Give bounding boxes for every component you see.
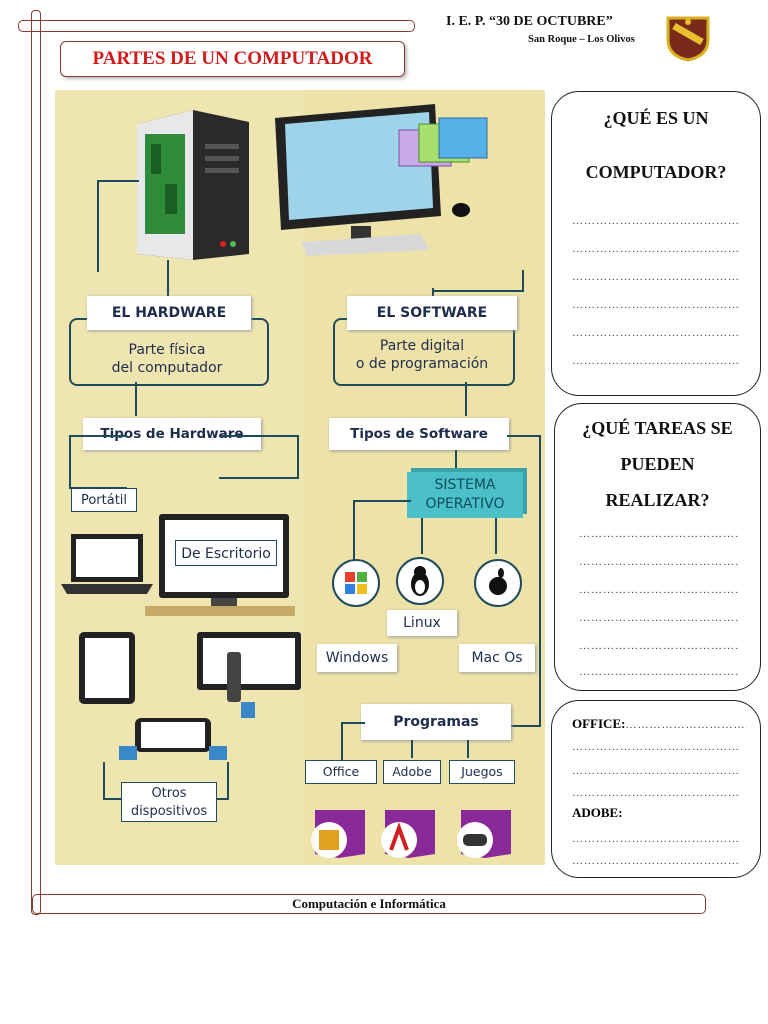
connector — [467, 740, 471, 758]
windows-label: Windows — [317, 644, 397, 672]
answer-line[interactable]: …………………………………… — [579, 666, 739, 678]
linux-label: Linux — [387, 610, 457, 636]
connector — [411, 740, 415, 758]
connector — [432, 270, 524, 292]
other-devices-line1: Otros — [151, 786, 187, 801]
connector — [167, 260, 171, 300]
answer-line[interactable]: …………………………………… — [579, 556, 739, 568]
answer-line[interactable]: …………………………………… — [572, 243, 740, 255]
other-devices-label: Otros dispositivos — [121, 782, 217, 822]
desktop-monitor-icon — [275, 104, 488, 256]
question-box-programs: OFFICE:…………………………………… …………………………………… ………… — [551, 700, 761, 878]
connector — [135, 382, 139, 416]
software-types-label: Tipos de Software — [329, 418, 509, 450]
connector — [219, 435, 299, 479]
answer-line[interactable]: …………………………………… — [572, 833, 740, 845]
desktop-label: De Escritorio — [175, 540, 277, 566]
connector — [432, 288, 436, 300]
office-question: OFFICE:…………………………………… — [572, 715, 747, 733]
windows-logo-icon — [332, 559, 380, 607]
office-question-label: OFFICE: — [572, 716, 626, 731]
answer-line[interactable]: …………………………………… — [579, 528, 739, 540]
answer-line[interactable]: …………………………………… — [572, 787, 740, 799]
computer-parts-infographic: EL HARDWARE Parte física del computador … — [55, 90, 545, 865]
tablet-icon — [79, 632, 135, 704]
adobe-app-icon — [381, 810, 435, 858]
answer-line[interactable]: …………………………………… — [579, 640, 739, 652]
answer-line[interactable]: …………………………………… — [572, 741, 740, 753]
answer-line[interactable]: …………………………………… — [572, 215, 740, 227]
smartphone-hands-icon — [119, 718, 227, 760]
connector — [69, 435, 127, 489]
q2-line3: REALIZAR? — [605, 490, 710, 510]
question-box-tasks: ¿QUÉ TAREAS SE PUEDEN REALIZAR? ……………………… — [554, 403, 761, 691]
answer-line[interactable]: …………………………………… — [625, 719, 747, 731]
connector — [507, 435, 541, 727]
tv-remote-icon — [197, 632, 301, 718]
answer-line[interactable]: …………………………………… — [572, 765, 740, 777]
macos-label: Mac Os — [459, 644, 535, 672]
linux-penguin-icon — [396, 557, 444, 605]
connector — [465, 382, 469, 416]
connector — [97, 180, 139, 272]
connector — [421, 518, 425, 554]
connector — [353, 500, 411, 562]
os-label-line2: OPERATIVO — [425, 496, 505, 512]
left-frame-bar — [31, 10, 41, 915]
top-frame-bar — [18, 20, 415, 32]
footer-subject: Computación e Informática — [32, 894, 706, 914]
connector — [495, 518, 499, 554]
answer-line[interactable]: …………………………………… — [572, 327, 740, 339]
connector — [341, 722, 365, 760]
q2-line1: ¿QUÉ TAREAS SE — [582, 418, 733, 438]
adobe-question-label: ADOBE: — [572, 805, 623, 820]
cpu-tower-icon — [137, 110, 249, 260]
answer-line[interactable]: …………………………………… — [572, 855, 740, 867]
games-app-icon — [457, 810, 511, 858]
answer-line[interactable]: …………………………………… — [572, 271, 740, 283]
apple-logo-icon — [474, 559, 522, 607]
school-location: San Roque – Los Olivos — [528, 34, 635, 45]
office-app-icon — [311, 810, 365, 858]
school-name: I. E. P. “30 DE OCTUBRE” — [446, 14, 613, 29]
os-label: SISTEMA OPERATIVO — [407, 472, 523, 518]
school-badge-icon — [666, 16, 710, 62]
office-label: Office — [305, 760, 377, 784]
hardware-desc-line2: del computador — [111, 360, 223, 376]
hardware-title: EL HARDWARE — [87, 296, 251, 330]
software-title: EL SOFTWARE — [347, 296, 517, 330]
q1-line2: COMPUTADOR? — [585, 162, 727, 182]
answer-line[interactable]: …………………………………… — [579, 612, 739, 624]
q2-line2: PUEDEN — [620, 454, 695, 474]
hardware-types-label: Tipos de Hardware — [83, 418, 261, 450]
answer-line[interactable]: …………………………………… — [572, 299, 740, 311]
page-title: PARTES DE UN COMPUTADOR — [60, 41, 405, 77]
software-desc-line2: o de programación — [355, 356, 489, 372]
adobe-label: Adobe — [383, 760, 441, 784]
games-label: Juegos — [449, 760, 515, 784]
answer-line[interactable]: …………………………………… — [579, 584, 739, 596]
connector — [455, 450, 459, 470]
laptop-label: Portátil — [71, 488, 137, 512]
os-label-line1: SISTEMA — [434, 477, 496, 493]
programs-label: Programas — [361, 704, 511, 740]
question-box-what-is: ¿QUÉ ES UN COMPUTADOR? …………………………………… ……… — [551, 91, 761, 396]
answer-line[interactable]: …………………………………… — [572, 355, 740, 367]
software-desc-line1: Parte digital — [379, 338, 465, 354]
laptop-icon — [61, 534, 153, 594]
other-devices-line2: dispositivos — [130, 804, 208, 819]
hardware-desc-line1: Parte física — [128, 342, 206, 358]
q1-line1: ¿QUÉ ES UN — [603, 108, 709, 128]
